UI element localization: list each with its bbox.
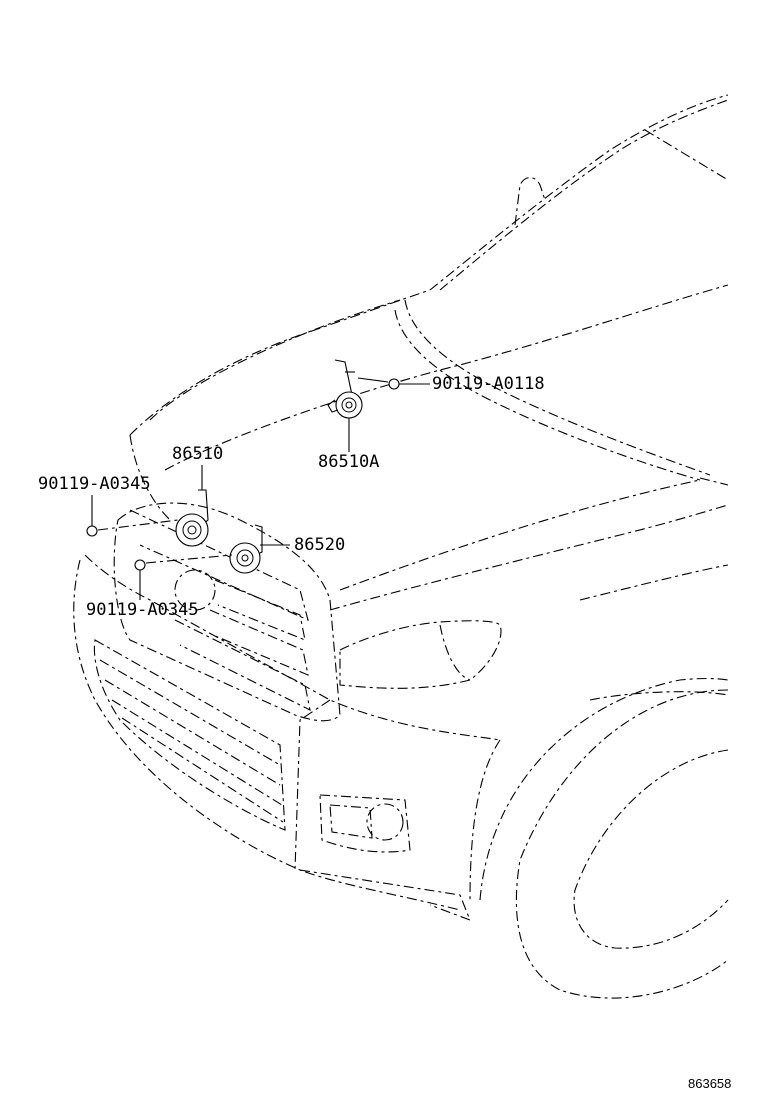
- tire-outer: [515, 689, 729, 999]
- wheel-arch: [479, 677, 729, 901]
- lower-grille-slat-3: [111, 699, 283, 806]
- diagram-reference-number: 863658: [688, 1076, 732, 1091]
- grille-bar-2: [214, 579, 306, 641]
- headlamp: [339, 620, 502, 689]
- fog-lamp-housing: [319, 794, 411, 853]
- fender-top: [699, 477, 729, 486]
- callout-90119-a0345-lower: 90119-A0345: [86, 600, 199, 620]
- windshield-lower: [644, 129, 729, 181]
- wheel-arch-line: [589, 691, 729, 701]
- lower-grille-slat-2: [104, 679, 281, 786]
- bolt-90119-a0118: [357, 377, 400, 390]
- fog-lamp: [366, 803, 404, 841]
- hood-rear-line: [149, 299, 401, 421]
- emblem: [174, 569, 216, 611]
- hood-front-edge: [129, 289, 431, 436]
- headlamp-inner: [439, 624, 471, 681]
- hood-side-crease: [394, 309, 701, 481]
- grille-bar-4: [174, 619, 311, 711]
- bolt-90119-a0345-lower: [134, 554, 233, 571]
- grille-bar-3: [209, 609, 309, 676]
- lower-grille: [93, 639, 286, 831]
- bumper-side-2: [469, 739, 501, 901]
- horn-86520: [229, 524, 263, 574]
- bolt-90119-a0345-upper: [86, 519, 179, 537]
- fender-line: [329, 504, 729, 611]
- callout-90119-a0345-upper: 90119-A0345: [38, 474, 151, 494]
- hood-center-crease: [404, 299, 711, 476]
- callout-86520: 86520: [294, 535, 346, 555]
- grille-bar-1: [129, 509, 309, 621]
- lower-grille-slat-4: [121, 717, 284, 823]
- mirror: [514, 176, 546, 226]
- callout-90119-a0118: 90119-A0118: [432, 374, 545, 394]
- windshield-edge: [439, 99, 729, 291]
- lower-grille-slat-1: [99, 659, 281, 766]
- fender-line-2: [579, 564, 729, 601]
- horn-86510a: [327, 359, 363, 419]
- horn-86510: [175, 489, 209, 547]
- bumper-top: [84, 554, 501, 741]
- callout-86510a: 86510A: [318, 452, 380, 472]
- bumper-lower: [299, 869, 471, 921]
- tire-inner: [573, 749, 729, 949]
- callout-86510: 86510: [172, 444, 224, 464]
- hood-bulge-left: [129, 434, 171, 521]
- bumper-side: [294, 699, 331, 871]
- fog-lamp-inner: [329, 804, 373, 839]
- fender-crease: [339, 479, 701, 591]
- hood-upper-line: [429, 94, 729, 291]
